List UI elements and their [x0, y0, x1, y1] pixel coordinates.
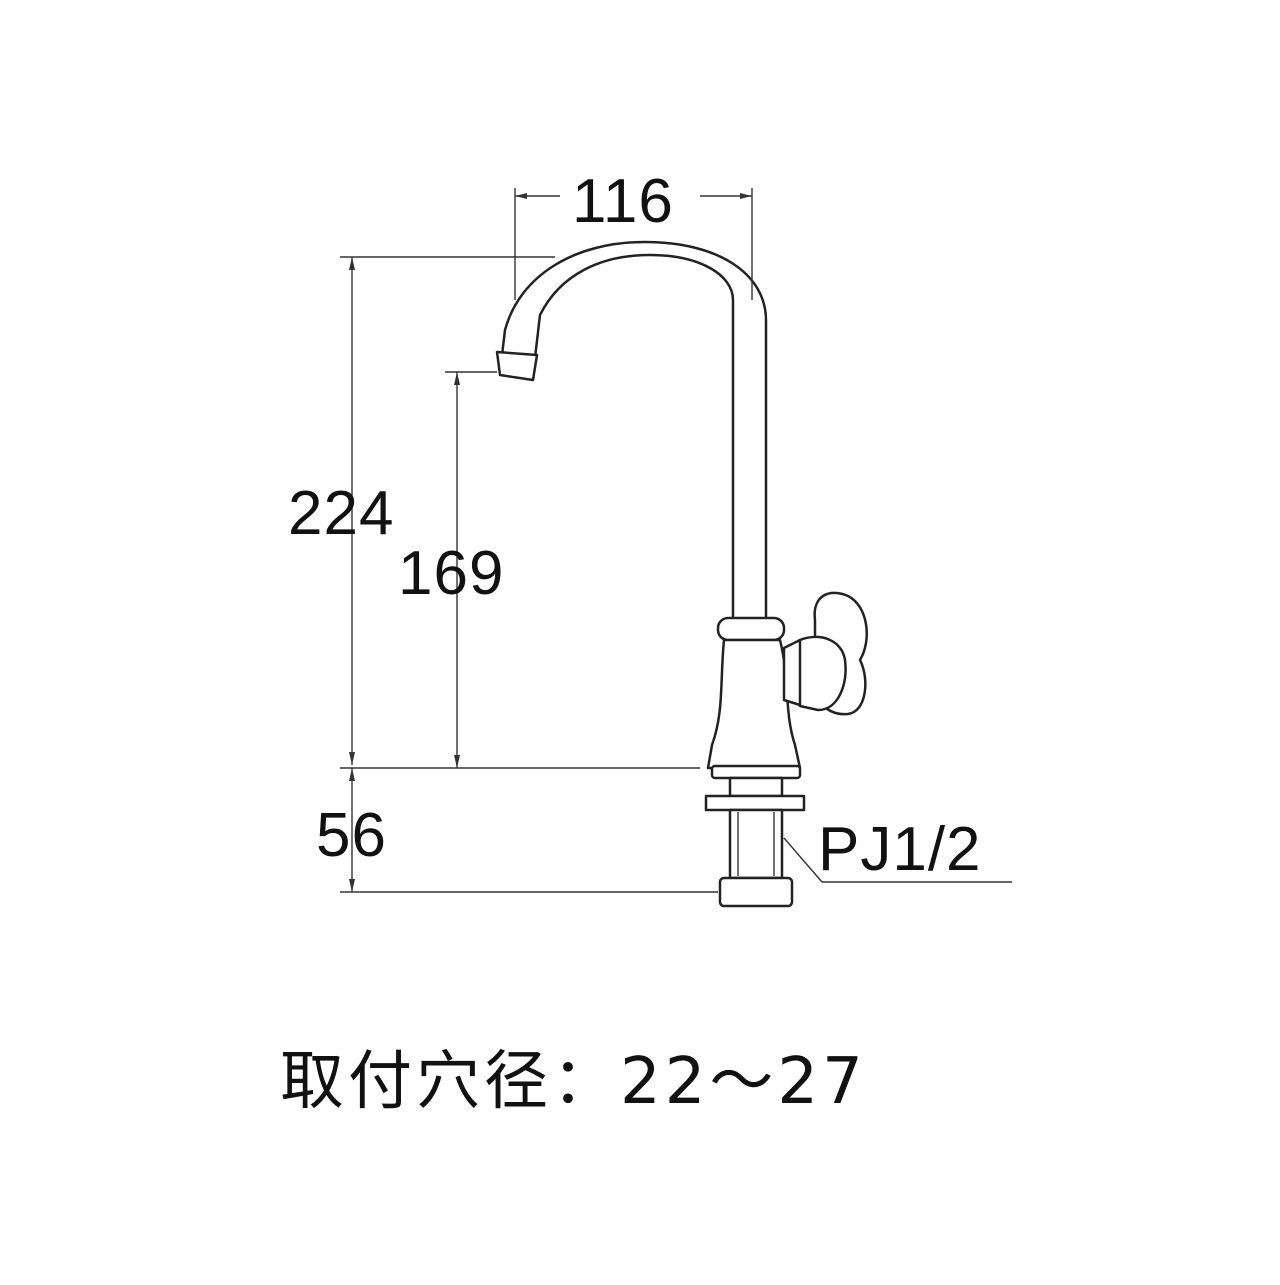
nut: [718, 876, 794, 908]
spout-tip: [495, 350, 539, 382]
spout-collar: [716, 616, 786, 642]
spout-height-label: 169: [398, 539, 505, 608]
base-ring: [710, 764, 802, 780]
shank-upper: [728, 776, 784, 798]
width-label: 116: [572, 167, 674, 236]
shank-length-label: 56: [316, 801, 387, 870]
handle-front: [798, 635, 847, 712]
mounting-hole-caption: 取付穴径：22～27: [280, 1045, 867, 1119]
total-height-label: 224: [288, 479, 395, 548]
washer: [704, 794, 806, 812]
spout-pipe: [498, 240, 768, 622]
thread-spec-label: PJ1/2: [818, 815, 982, 884]
